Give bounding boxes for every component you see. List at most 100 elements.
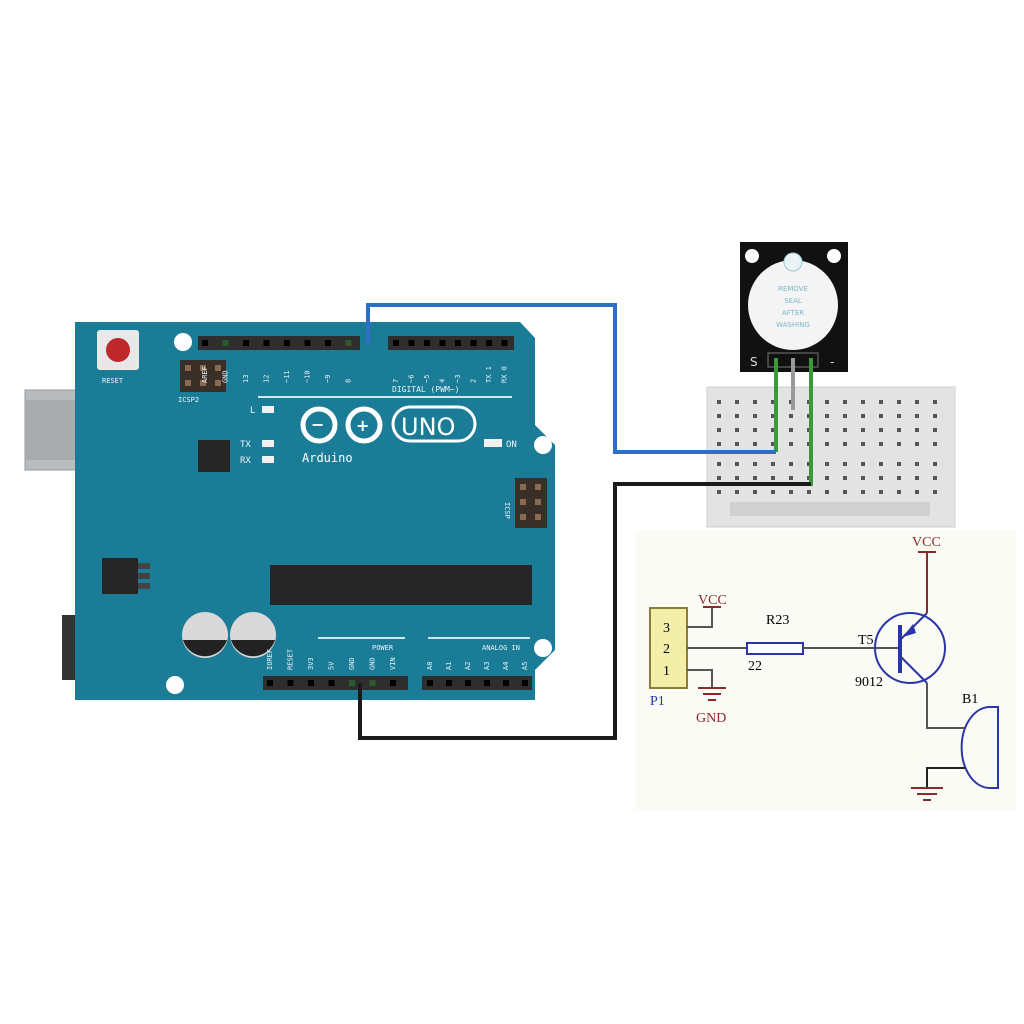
pin-1: 1 [663, 664, 670, 679]
header-pin [446, 680, 452, 686]
resistor-name: R23 [766, 613, 789, 628]
breadboard-hole [879, 400, 883, 404]
vcc-right-label: VCC [912, 535, 941, 550]
digital-header-left [198, 336, 360, 350]
led-on-label: ON [506, 440, 517, 450]
icsp2-label: ICSP2 [178, 396, 199, 404]
breadboard-hole [915, 428, 919, 432]
breadboard-hole [843, 462, 847, 466]
breadboard-hole [879, 428, 883, 432]
pin-label: ~3 [454, 375, 462, 383]
connector-p1 [649, 607, 688, 689]
breadboard-hole [933, 476, 937, 480]
pin-label: 5V [328, 661, 336, 670]
sticker-line: SEAL [784, 297, 802, 305]
header-pin [345, 340, 352, 346]
breadboard-hole [789, 476, 793, 480]
pin-s-label: S [750, 355, 758, 369]
pin-label: ~9 [324, 375, 332, 383]
power-label: POWER [372, 644, 394, 652]
pin-label: TX 1 [485, 366, 493, 383]
svg-text:−: − [311, 415, 324, 434]
breadboard-hole [717, 428, 721, 432]
pin-label: GND [348, 657, 356, 670]
microcontroller-chip [270, 565, 532, 605]
breadboard-hole [771, 490, 775, 494]
pin-label: 2 [470, 379, 478, 383]
pin-2: 2 [663, 642, 670, 657]
header-pin [202, 340, 208, 346]
capacitor [182, 612, 228, 658]
breadboard-hole [717, 400, 721, 404]
voltage-regulator [102, 558, 138, 594]
sticker-line: AFTER [782, 309, 804, 317]
header-pin [439, 340, 446, 346]
digital-header-right [388, 336, 514, 350]
header-pin [522, 680, 528, 686]
breadboard-hole [897, 442, 901, 446]
breadboard-hole [915, 490, 919, 494]
header-pin [484, 680, 490, 686]
breadboard-hole [753, 476, 757, 480]
logo-uno: UNO [401, 413, 455, 441]
breadboard-hole [735, 442, 739, 446]
pin-label: A5 [521, 662, 529, 670]
header-pin [243, 340, 249, 346]
digital-label: DIGITAL (PWM~) [392, 385, 459, 394]
header-pin [455, 340, 461, 346]
led-on [484, 439, 502, 447]
header-pin [263, 340, 270, 346]
breadboard-hole [753, 414, 757, 418]
ground-wire [358, 482, 811, 740]
header-pin [308, 680, 314, 686]
logo-arduino: Arduino [302, 451, 353, 465]
sticker-line: WASHING [776, 321, 810, 329]
breadboard-hole [717, 476, 721, 480]
breadboard-hole [933, 414, 937, 418]
breadboard-hole [771, 476, 775, 480]
breadboard-hole [879, 414, 883, 418]
header-pin [328, 680, 335, 686]
breadboard-hole [861, 442, 865, 446]
breadboard-hole [825, 490, 829, 494]
pin-label: AREF [201, 366, 209, 383]
breadboard-hole [735, 462, 739, 466]
header-pin [501, 340, 508, 346]
led-l [262, 406, 274, 413]
power-header [263, 676, 408, 690]
icsp-header [515, 478, 547, 528]
breadboard-hole [771, 400, 775, 404]
pin-label: A4 [502, 662, 510, 670]
breadboard-hole [825, 476, 829, 480]
breadboard-hole [825, 400, 829, 404]
buzzer-b1 [960, 706, 999, 789]
pin-label: GND [369, 657, 377, 670]
led-tx-label: TX [240, 440, 251, 450]
header-pin [470, 340, 477, 346]
breadboard-hole [933, 428, 937, 432]
header-pin [287, 680, 294, 686]
pin-label: ~10 [304, 370, 312, 383]
breadboard-hole [843, 476, 847, 480]
breadboard-hole [771, 462, 775, 466]
vcc-left-label: VCC [698, 593, 727, 608]
breadboard-hole [735, 428, 739, 432]
breadboard-hole [915, 400, 919, 404]
pin-label: 7 [392, 379, 400, 383]
breadboard-hole [843, 490, 847, 494]
resistor-value: 22 [748, 659, 762, 674]
breadboard-hole [915, 442, 919, 446]
breadboard-hole [825, 428, 829, 432]
pin-minus-label: - [830, 355, 834, 369]
breadboard-hole [861, 490, 865, 494]
breadboard-hole [753, 442, 757, 446]
pin-label: RX 0 [501, 366, 509, 383]
breadboard-hole [735, 490, 739, 494]
transistor-part: 9012 [855, 675, 883, 690]
header-pin [427, 680, 433, 686]
header-pin [222, 340, 229, 346]
breadboard-hole [933, 462, 937, 466]
icsp-label: ICSP [503, 502, 511, 519]
transistor-name: T5 [858, 633, 874, 648]
analog-label: ANALOG IN [482, 644, 520, 652]
